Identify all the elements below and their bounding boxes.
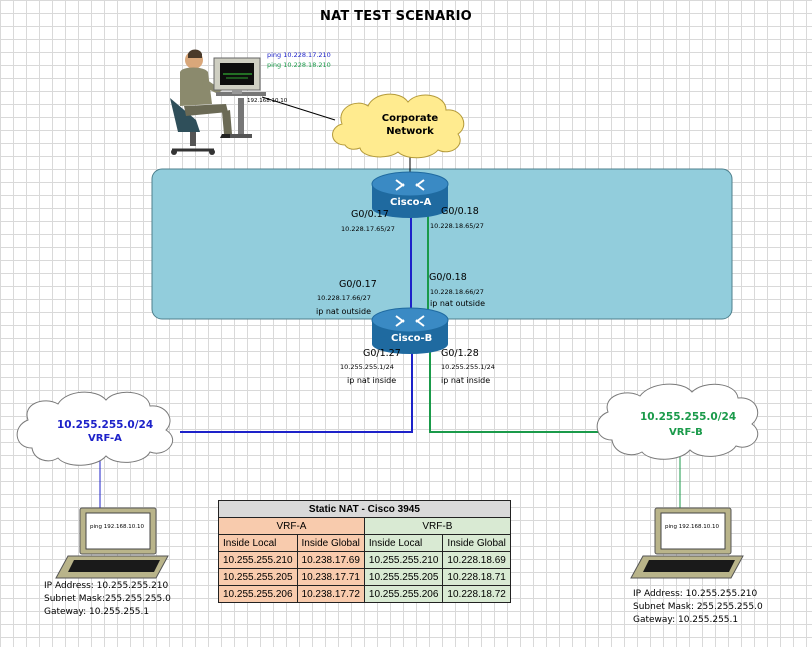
column-header: Inside Local: [218, 534, 298, 552]
table-cell: 10.255.255.206: [218, 585, 298, 603]
pc-ip-label: 192.168.10.10: [247, 98, 288, 104]
laptop-a-icon: [55, 507, 169, 579]
table-cell: 10.238.17.69: [296, 551, 365, 569]
link-cisco-b-to-vrf-a: [180, 348, 413, 433]
cisco-b-up-left-nat: ip nat outside: [316, 307, 371, 316]
vrf-a-subnet: 10.255.255.0/24: [57, 419, 154, 431]
table-cell: 10.238.17.71: [296, 568, 365, 586]
table-cell: 10.255.255.210: [363, 551, 444, 569]
link-pc-to-corporate: [261, 96, 336, 121]
laptop-b-icon: [630, 507, 744, 579]
table-row: 10.255.255.205 10.238.17.71 10.255.255.2…: [218, 568, 511, 586]
user-at-workstation-icon: [170, 49, 266, 155]
laptop-a-gateway: Gateway: 10.255.255.1: [44, 607, 150, 617]
cisco-a-right-ip: 10.228.18.65/27: [430, 222, 484, 230]
laptop-b-mask: Subnet Mask: 255.255.255.0: [633, 602, 763, 612]
cisco-b-down-right-ip: 10.255.255.1/24: [441, 363, 495, 371]
nat-table-column-headers: Inside Local Inside Global Inside Local …: [218, 534, 511, 552]
cisco-a-left-ip: 10.228.17.65/27: [341, 225, 395, 233]
table-cell: 10.228.18.69: [442, 551, 511, 569]
router-cisco-b: [371, 307, 449, 354]
vrf-b-cloud: [596, 383, 759, 460]
column-header: Inside Global: [296, 534, 365, 552]
nat-table-vrf-b-header: VRF-B: [363, 517, 511, 535]
table-cell: 10.255.255.205: [218, 568, 298, 586]
cisco-b-down-right-nat: ip nat inside: [441, 376, 491, 385]
vrf-a-cloud: [16, 391, 173, 466]
laptop-b-ip: IP Address: 10.255.255.210: [633, 589, 758, 599]
router-arrows-icon: [395, 315, 425, 327]
cisco-b-down-left-interface: G0/1.27: [363, 348, 401, 359]
diagram-title: NAT TEST SCENARIO: [320, 9, 472, 24]
link-cisco-b-to-vrf-b: [429, 348, 600, 433]
table-row: 10.255.255.206 10.238.17.72 10.255.255.2…: [218, 585, 511, 603]
cisco-b-up-right-nat: ip nat outside: [430, 299, 485, 308]
laptop-a-screen-text: ping 192.168.10.10: [90, 524, 144, 530]
table-row: 10.255.255.210 10.238.17.69 10.255.255.2…: [218, 551, 511, 569]
column-header: Inside Local: [363, 534, 444, 552]
corporate-network-line2: Network: [386, 126, 434, 137]
cisco-b-down-right-interface: G0/1.28: [441, 348, 479, 359]
table-cell: 10.228.18.72: [442, 585, 511, 603]
cisco-b-up-right-ip: 10.228.18.66/27: [430, 288, 484, 296]
cisco-b-down-left-ip: 10.255.255.1/24: [340, 363, 394, 371]
cisco-b-up-right-interface: G0/0.18: [429, 272, 467, 283]
corporate-network-cloud: [332, 93, 465, 159]
static-nat-table: Static NAT - Cisco 3945 VRF-A VRF-B Insi…: [218, 500, 511, 603]
laptop-a-mask: Subnet Mask:255.255.255.0: [44, 594, 171, 604]
router-arrows-icon: [395, 179, 425, 191]
corporate-network-line1: Corporate: [381, 113, 439, 124]
cisco-b-down-left-nat: ip nat inside: [347, 376, 397, 385]
table-cell: 10.255.255.206: [363, 585, 444, 603]
router-cisco-a: [371, 171, 449, 218]
cisco-a-right-interface: G0/0.18: [441, 206, 479, 217]
column-header: Inside Global: [442, 534, 511, 552]
pc-ping-vrf-b: ping 10.228.18.210: [267, 61, 331, 69]
laptop-a-info: IP Address: 10.255.255.210 Subnet Mask:2…: [44, 580, 171, 619]
laptop-b-gateway: Gateway: 10.255.255.1: [633, 615, 739, 625]
pc-ping-vrf-a: ping 10.228.17.210: [267, 51, 331, 59]
laptop-a-ip: IP Address: 10.255.255.210: [44, 581, 169, 591]
laptop-b-screen-text: ping 192.168.10.10: [665, 524, 719, 530]
table-cell: 10.228.18.71: [442, 568, 511, 586]
nat-table-title: Static NAT - Cisco 3945: [218, 500, 511, 518]
vrf-a-name: VRF-A: [88, 433, 122, 444]
router-cisco-b-label: Cisco-B: [391, 333, 433, 344]
vrf-b-subnet: 10.255.255.0/24: [640, 411, 737, 423]
table-cell: 10.238.17.72: [296, 585, 365, 603]
router-cisco-a-label: Cisco-A: [390, 197, 432, 208]
table-cell: 10.255.255.210: [218, 551, 298, 569]
vrf-b-name: VRF-B: [669, 427, 703, 438]
cisco-a-left-interface: G0/0.17: [351, 209, 389, 220]
laptop-b-info: IP Address: 10.255.255.210 Subnet Mask: …: [633, 588, 763, 627]
cisco-b-up-left-interface: G0/0.17: [339, 279, 377, 290]
nat-table-vrf-a-header: VRF-A: [218, 517, 365, 535]
table-cell: 10.255.255.205: [363, 568, 444, 586]
cisco-b-up-left-ip: 10.228.17.66/27: [317, 294, 371, 302]
corporate-network-label: Corporate Network: [370, 113, 450, 137]
